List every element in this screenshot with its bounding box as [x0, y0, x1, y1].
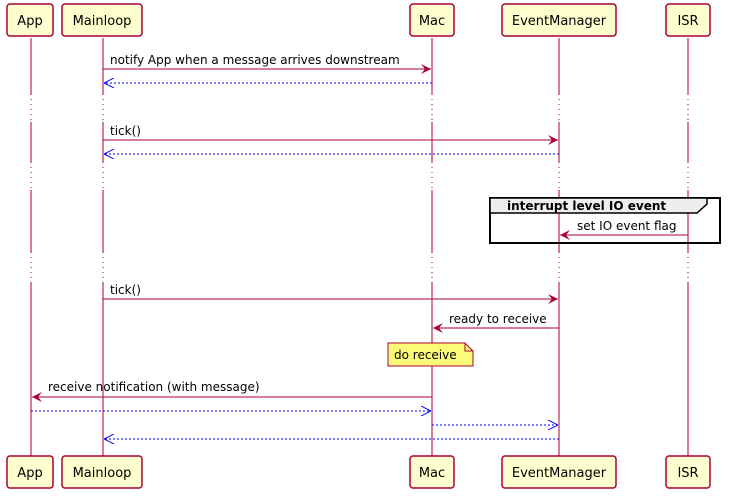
delay-segments [30, 94, 689, 282]
note-fold [464, 343, 473, 352]
message-label: set IO event flag [577, 219, 676, 233]
participant-label: App [17, 466, 42, 481]
participant-isr-top: ISR [665, 3, 711, 37]
participant-label: ISR [677, 14, 698, 29]
message-tick-1: tick() [103, 124, 558, 145]
participant-label: ISR [677, 466, 698, 481]
participant-mac-bottom: Mac [409, 455, 455, 489]
participant-label: Mac [419, 466, 445, 481]
participant-isr-bottom: ISR [665, 455, 711, 489]
participant-label: EventManager [512, 14, 607, 29]
message-label: tick() [110, 283, 141, 297]
participant-label: Mac [419, 14, 445, 29]
participant-eventmanager-bottom: EventManager [501, 455, 617, 489]
participant-mainloop-bottom: Mainloop [61, 455, 143, 489]
participant-app-bottom: App [6, 455, 54, 489]
message-label: receive notification (with message) [48, 380, 260, 394]
participant-eventmanager-top: EventManager [501, 3, 617, 37]
message-tick-2: tick() [103, 283, 558, 304]
note-shape [387, 342, 474, 367]
message-receive-notification: receive notification (with message) [32, 380, 432, 402]
note-do-receive: do receive [387, 342, 474, 367]
message-label: notify App when a message arrives downst… [110, 53, 400, 67]
message-ready-to-receive: ready to receive [433, 312, 559, 333]
note-label: do receive [394, 348, 457, 362]
message-notify-app: notify App when a message arrives downst… [103, 53, 431, 74]
message-label: tick() [110, 124, 141, 138]
message-label: ready to receive [449, 312, 547, 326]
participant-label: EventManager [512, 466, 607, 481]
participant-mac-top: Mac [409, 3, 455, 37]
group-header-tab [489, 197, 708, 214]
participant-label: App [17, 14, 42, 29]
participant-label: Mainloop [73, 14, 132, 29]
participant-mainloop-top: Mainloop [61, 3, 143, 37]
group-interrupt-io-event: interrupt level IO event set IO event fl… [489, 197, 721, 244]
lifelines [30, 38, 689, 456]
group-label: interrupt level IO event [507, 199, 666, 213]
participant-app-top: App [6, 3, 54, 37]
participant-label: Mainloop [73, 466, 132, 481]
